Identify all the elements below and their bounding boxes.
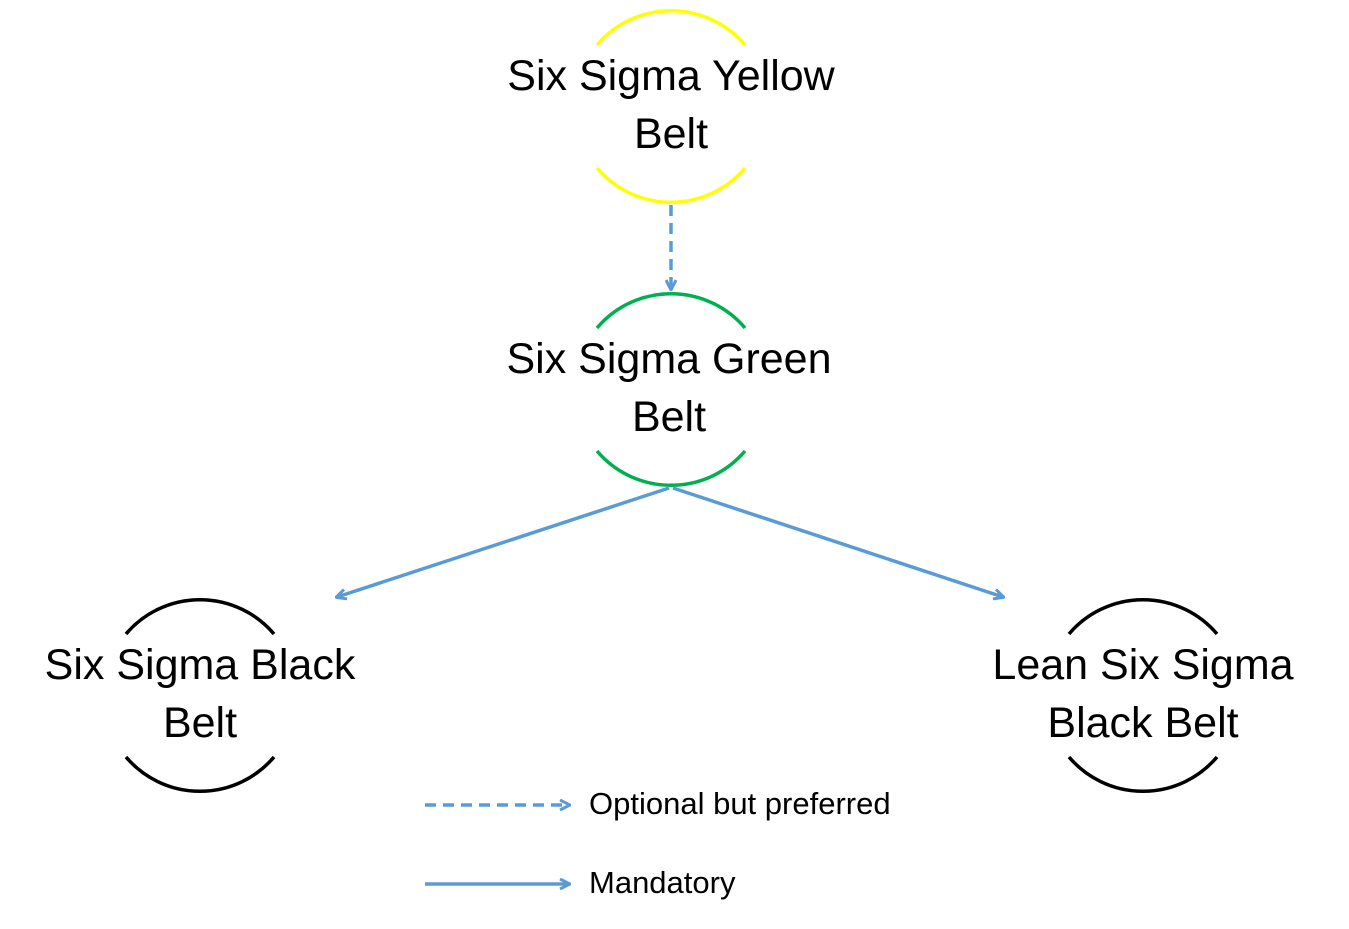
yellow-belt-label-line1: Six Sigma Yellow — [507, 52, 835, 100]
edge-green-to-black — [337, 486, 670, 597]
lean-black-belt-label: Lean Six Sigma Black Belt — [933, 636, 1349, 752]
black-belt-circle — [124, 598, 276, 793]
green-belt-label: Six Sigma Green Belt — [459, 330, 879, 446]
black-belt-label-line1: Six Sigma Black — [44, 641, 356, 689]
lean-black-belt-label-line2: Black Belt — [1047, 699, 1239, 747]
lean-black-belt-label-line1: Lean Six Sigma — [992, 641, 1294, 689]
legend-mandatory-label: Mandatory — [589, 865, 736, 900]
green-belt-label-line2: Belt — [631, 393, 707, 441]
legend-optional-label: Optional but preferred — [589, 786, 891, 821]
yellow-belt-label: Six Sigma Yellow Belt — [461, 47, 881, 163]
green-belt-label-line1: Six Sigma Green — [506, 335, 832, 383]
lean-black-belt-circle — [1067, 598, 1219, 793]
black-belt-label-line2: Belt — [162, 699, 238, 747]
green-belt-circle — [595, 292, 747, 487]
yellow-belt-circle — [595, 9, 747, 204]
black-belt-label: Six Sigma Black Belt — [0, 636, 410, 752]
edge-green-to-lean-black — [672, 486, 1003, 597]
yellow-belt-label-line2: Belt — [633, 110, 709, 158]
